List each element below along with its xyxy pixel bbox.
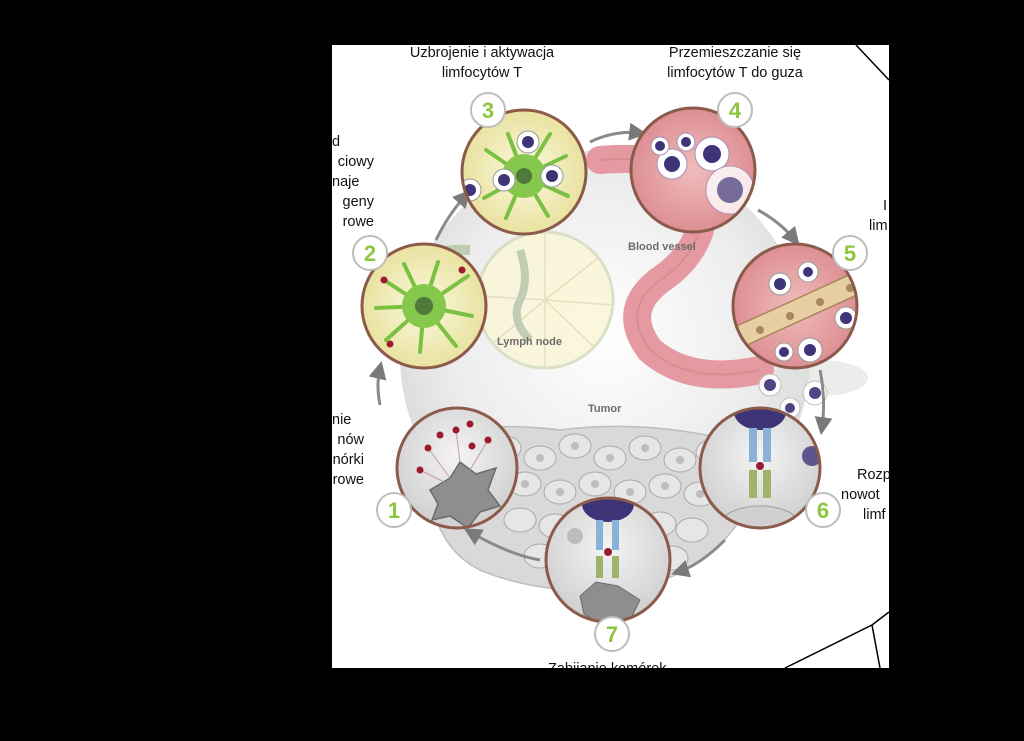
tumor-label: Tumor — [588, 403, 622, 415]
step-1-caption-line-1: nie — [332, 412, 352, 428]
step-1-caption: nie nów nórki rowe — [332, 410, 364, 490]
step-1-badge: 1 — [376, 492, 412, 528]
lymph-node-label: Lymph node — [497, 336, 562, 348]
step-3-caption-line-2: limfocytów T — [441, 65, 523, 81]
step-1-caption-line-4: rowe — [332, 472, 364, 488]
step-4-badge: 4 — [717, 92, 753, 128]
cycle-arrows — [368, 122, 833, 578]
step-7-caption: Zabijanie komórek — [548, 659, 708, 668]
blood-vessel-label: Blood vessel — [628, 241, 696, 253]
step-6-circle — [698, 406, 822, 530]
step-3-caption-line-1: Uzbrojenie i aktywacja — [409, 45, 555, 61]
step-2-caption-line-1: d — [332, 134, 341, 150]
step-5-number: 5 — [844, 241, 856, 266]
step-6-caption-line-2: nowot — [841, 487, 880, 503]
step-badges: 1 2 3 4 5 — [352, 92, 868, 652]
step-2-caption-line-3: naje — [332, 174, 360, 190]
step-3-caption: Uzbrojenie i aktywacja limfocytów T — [392, 43, 572, 83]
step-7-circle — [544, 496, 672, 624]
corner-decoration-bottom — [784, 611, 889, 668]
step-4-caption: Przemieszczanie się limfocytów T do guza — [645, 43, 825, 83]
step-3-badge: 3 — [470, 92, 506, 128]
step-6-caption-line-1: Rozp — [857, 467, 889, 483]
step-5-caption-line-1: I — [882, 198, 887, 214]
step-7-caption-line-1: Zabijanie komórek — [548, 659, 708, 668]
step-5-caption-line-2: lim — [869, 218, 888, 234]
step-7-number: 7 — [606, 622, 618, 647]
step-1-number: 1 — [388, 498, 400, 523]
step-2-caption-line-5: rowe — [342, 214, 374, 230]
step-2-circle — [360, 242, 488, 370]
step-5-caption: I lim — [869, 196, 889, 236]
step-6-caption-line-3: limf — [863, 507, 886, 523]
step-2-caption-line-4: geny — [342, 194, 374, 210]
step-4-caption-line-1: Przemieszczanie się — [668, 45, 802, 61]
corner-decoration-top — [855, 45, 889, 81]
step-1-caption-line-3: nórki — [332, 452, 364, 468]
step-1-caption-line-2: nów — [337, 432, 364, 448]
step-5-circle — [731, 242, 859, 370]
step-6-caption: Rozp nowot limf — [841, 465, 889, 525]
step-2-caption-line-2: ciowy — [337, 154, 374, 170]
step-2-caption: d ciowy naje geny rowe — [332, 132, 374, 232]
step-3-circle — [460, 108, 588, 236]
step-2-badge: 2 — [352, 235, 388, 271]
step-4-circle — [629, 106, 757, 234]
step-6-badge: 6 — [805, 492, 841, 528]
step-7-badge: 7 — [594, 616, 630, 652]
step-6-number: 6 — [817, 498, 829, 523]
step-3-number: 3 — [482, 98, 494, 123]
step-4-number: 4 — [729, 98, 742, 123]
step-2-number: 2 — [364, 241, 376, 266]
step-1-circle — [395, 406, 519, 530]
step-5-badge: 5 — [832, 235, 868, 271]
step-4-caption-line-2: limfocytów T do guza — [667, 65, 803, 81]
